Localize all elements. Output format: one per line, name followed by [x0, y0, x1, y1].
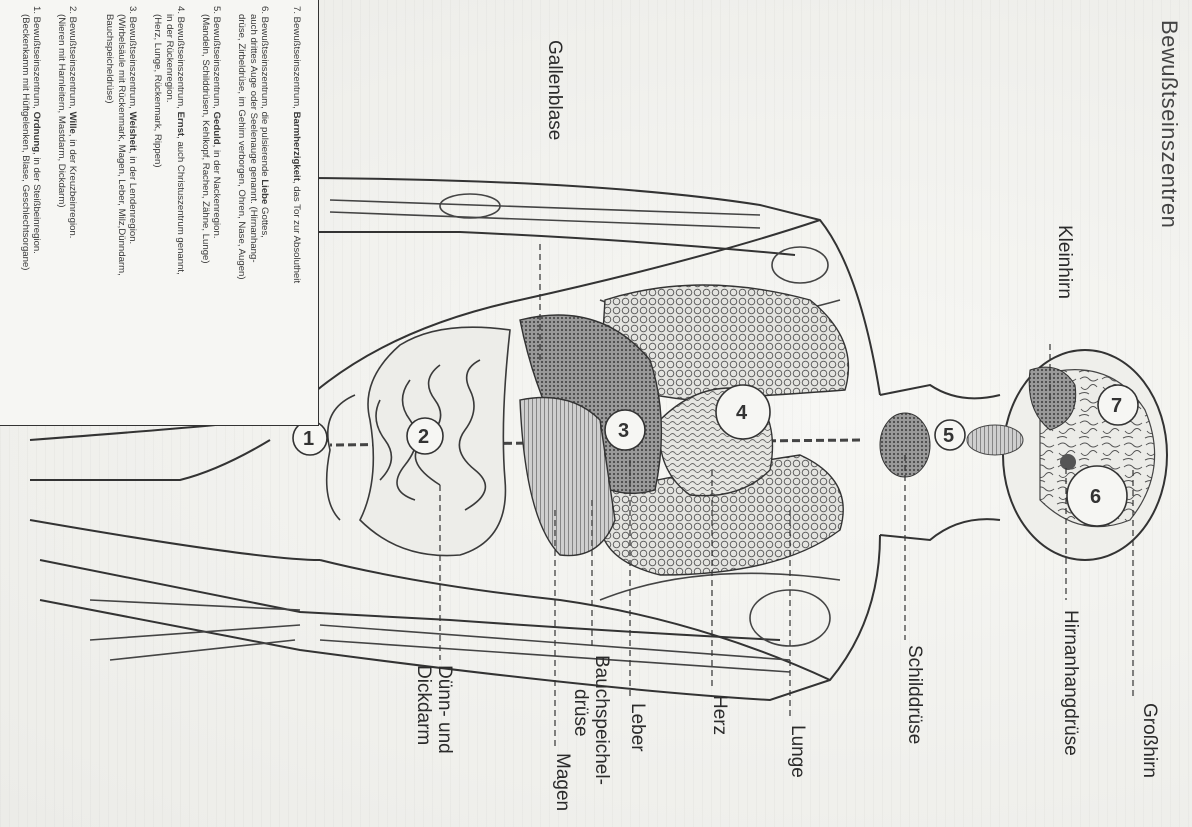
legend-item-5: 5. Bewußtseinszentrum, Geduld, in der Na… [199, 6, 222, 264]
center-marker-4: 4 [716, 385, 770, 439]
svg-text:7: 7 [1111, 395, 1122, 417]
page-title: Bewußtseinszentren [1156, 20, 1182, 228]
legend-item-4: 4. Bewußtseinszentrum, Ernst, auch Chris… [152, 6, 186, 275]
label-bauchspeicheldruese: Bauchspeichel- drüse [570, 655, 612, 785]
legend-box: 7. Bewußtseinszentrum, Barmherzigkeit, d… [0, 0, 319, 426]
svg-text:1: 1 [303, 428, 314, 450]
label-darm-line1: Dünn- und [434, 665, 455, 754]
label-magen: Magen [551, 753, 573, 811]
label-grosshirn: Großhirn [1138, 703, 1160, 778]
center-marker-1: 1 [293, 421, 327, 455]
label-lunge: Lunge [786, 725, 808, 778]
center-marker-2: 2 [407, 418, 443, 454]
svg-text:6: 6 [1090, 486, 1101, 508]
center-marker-5: 5 [935, 420, 965, 450]
label-kleinhirn: Kleinhirn [1053, 225, 1075, 299]
svg-text:5: 5 [943, 425, 954, 447]
label-hirnanhangdruese: Hirnanhangdrüse [1059, 610, 1081, 756]
legend-item-6: 6. Bewußtseinszentrum, die pulsierende L… [236, 6, 270, 280]
label-schilddruese: Schilddrüse [903, 645, 925, 744]
svg-text:4: 4 [736, 402, 748, 424]
legend-item-2: 2. Bewußtseinszentrum, Wille, in der Kre… [55, 6, 78, 238]
legend-item-1: 1. Bewußtseinszentrum, Ordnung, in der S… [19, 6, 42, 270]
label-bauchspeicheldruese-line2: drüse [570, 655, 591, 737]
svg-text:3: 3 [618, 420, 629, 442]
center-marker-7: 7 [1098, 385, 1138, 425]
legend-item-7: 7. Bewußtseinszentrum, Barmherzigkeit, d… [291, 6, 302, 283]
svg-text:2: 2 [418, 426, 429, 448]
label-gallenblase: Gallenblase [543, 40, 565, 140]
label-darm: Dünn- und Dickdarm [413, 665, 455, 754]
stomach [520, 398, 615, 556]
label-bauchspeicheldruese-line1: Bauchspeichel- [591, 655, 612, 785]
label-leber: Leber [626, 703, 648, 752]
legend-item-3: 3. Bewußtseinszentrum, Weisheit, in der … [104, 6, 138, 276]
label-herz: Herz [708, 695, 730, 735]
center-marker-3: 3 [605, 410, 645, 450]
center-marker-6: 6 [1067, 466, 1127, 526]
label-darm-line2: Dickdarm [413, 665, 434, 745]
